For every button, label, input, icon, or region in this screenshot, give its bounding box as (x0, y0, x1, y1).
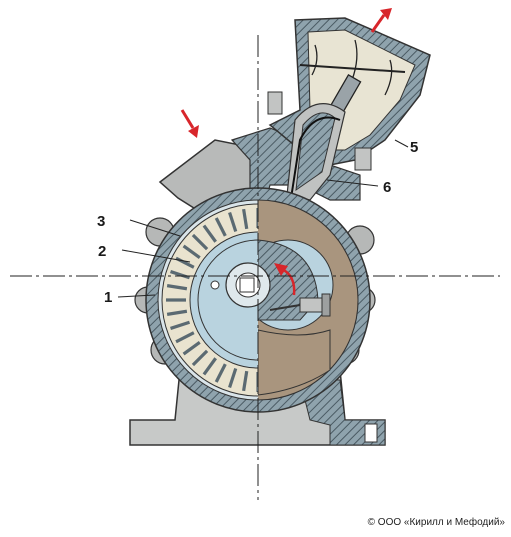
shaft-key (239, 277, 255, 293)
pump-lower (258, 329, 331, 396)
leader-lines (117, 139, 409, 298)
outlet-arrow (370, 8, 392, 33)
callout-3: 3 (97, 213, 105, 230)
outlet-bolts (267, 91, 372, 171)
stator-slot (182, 341, 201, 356)
callout-6: 6 (383, 179, 391, 196)
stator-slot (242, 208, 249, 230)
stator-slot (170, 270, 191, 280)
rotation-arrowhead (274, 263, 288, 276)
callout-5: 5 (410, 139, 418, 156)
stator-slot (202, 357, 217, 376)
stator-slot (242, 370, 249, 392)
adjust-bolt (269, 293, 331, 317)
base-slot (364, 423, 378, 443)
stator-slot (170, 320, 191, 330)
stator-slot (191, 349, 209, 367)
stator-slot (191, 233, 209, 251)
stator-slot (214, 363, 227, 383)
stator-slot (228, 212, 238, 233)
stator-slot (166, 309, 188, 316)
stator-slot (228, 367, 238, 388)
callout-1: 1 (104, 289, 112, 306)
stator-slot (166, 284, 188, 291)
inlet-arrow (180, 109, 199, 138)
rotor-hole (210, 280, 220, 290)
stator-slot (214, 217, 227, 237)
centerlines (10, 35, 500, 500)
stator-slot (182, 244, 201, 259)
base-foot-hatch (299, 379, 386, 446)
callout-2: 2 (98, 243, 106, 260)
stator-slot (175, 331, 195, 344)
copyright-notice: © ООО «Кирилл и Мефодий» (367, 517, 505, 528)
stator-slot (202, 224, 217, 243)
